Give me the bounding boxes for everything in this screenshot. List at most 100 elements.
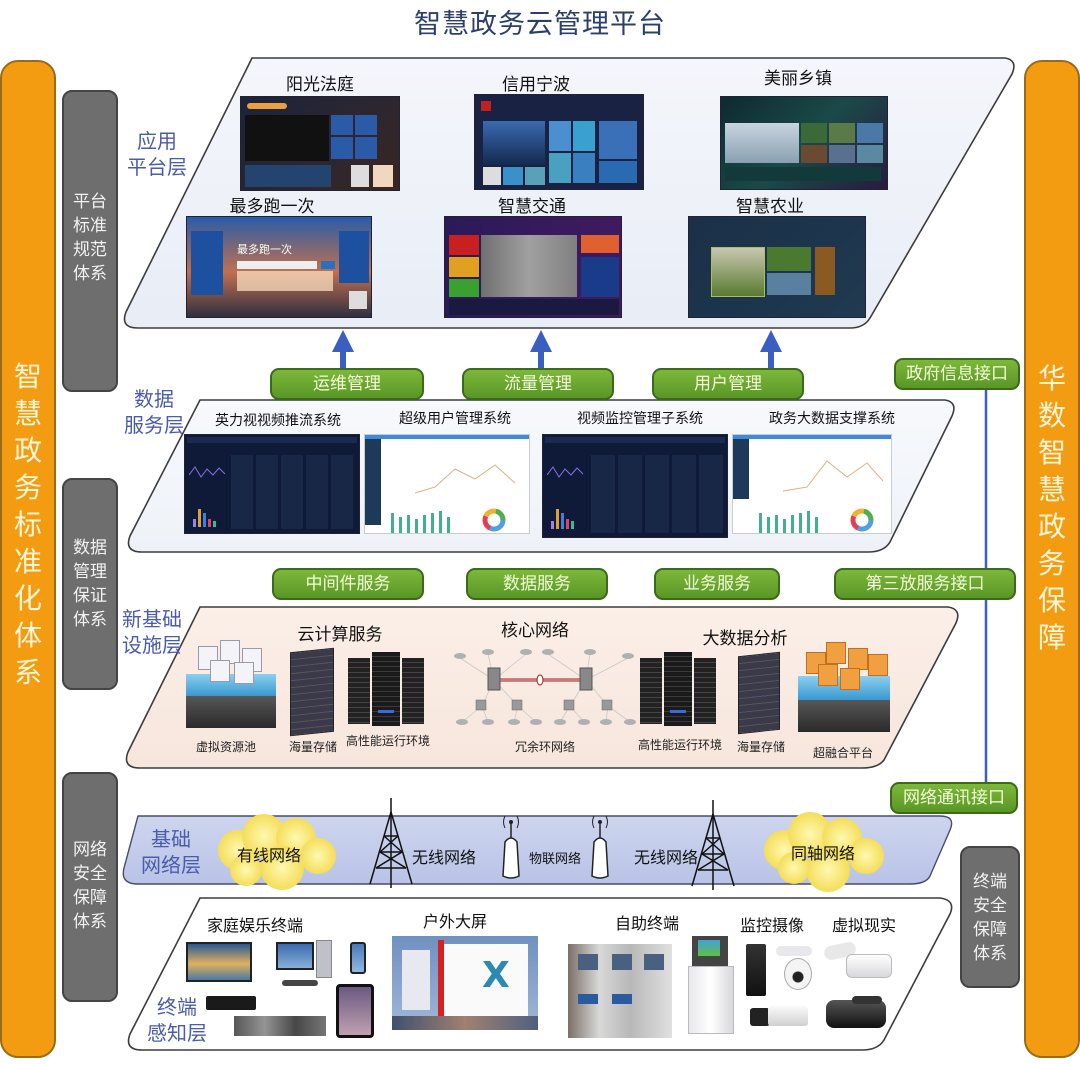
infra-item-caption: 海量存储	[288, 740, 337, 754]
redundant-ring-network-diagram	[454, 649, 636, 725]
app-caption: 美丽乡镇	[764, 69, 832, 89]
radio-tower-icon	[369, 798, 413, 888]
infra-item-caption: 超融合平台	[812, 746, 873, 760]
desktop-computer-icon	[276, 940, 332, 990]
terminal-group-caption: 户外大屏	[422, 912, 487, 931]
data-service-button[interactable]: 数据服务	[466, 568, 608, 600]
app-caption: 智慧交通	[498, 197, 566, 217]
traffic-management-button[interactable]: 流量管理	[462, 368, 614, 400]
infra-item-caption: 冗余环网络	[514, 740, 575, 754]
virtual-resource-pool-icon	[184, 636, 280, 732]
network-item-label: 同轴网络	[790, 844, 855, 863]
right-pillar-guarantee: 华数智慧政务保障	[1024, 60, 1080, 1058]
atm-kiosk-icon	[688, 936, 734, 1034]
iot-antenna-icon	[591, 815, 609, 879]
donut-mini-chart	[850, 508, 874, 532]
door-access-panel-icon	[746, 944, 766, 996]
bar-platform-standard-label: 平台标准规范体系	[73, 192, 107, 284]
tv-icon	[186, 942, 252, 982]
dashboard-gov-bigdata[interactable]	[732, 434, 892, 534]
right-pillar-label: 华数智慧政务保障	[1037, 362, 1066, 654]
dashboard-video-monitor[interactable]	[542, 434, 728, 538]
gov-info-interface-button[interactable]: 政府信息接口	[894, 358, 1020, 390]
label-data-service-layer: 数据服务层	[124, 387, 184, 437]
iot-antenna-icon	[502, 815, 520, 879]
network-item-label: 无线网络	[633, 848, 698, 867]
third-party-interface-button[interactable]: 第三放服务接口	[834, 568, 1016, 600]
bullet-camera-icon	[750, 1004, 808, 1030]
server-cluster-icon	[640, 652, 716, 726]
left-pillar-standardization: 智慧政务标准化体系	[0, 60, 56, 1058]
app-caption: 最多跑一次	[229, 197, 315, 217]
app-caption: 智慧农业	[736, 197, 804, 217]
self-service-kiosks-image	[568, 944, 672, 1038]
terminal-group-caption: 监控摄像	[739, 916, 804, 935]
label-infrastructure-layer: 新基础设施层	[122, 607, 182, 657]
set-top-box-icon	[206, 996, 256, 1010]
smartphone-icon	[350, 942, 366, 974]
media-devices-icon	[234, 1016, 326, 1036]
arrow-up-icon	[530, 330, 552, 352]
bar-data-management-label: 数据管理保证体系	[73, 538, 107, 630]
system-caption: 视频监控管理子系统	[577, 411, 703, 427]
group-caption-cloud: 云计算服务	[297, 625, 383, 645]
server-cluster-icon	[348, 652, 424, 726]
ops-management-button[interactable]: 运维管理	[270, 368, 424, 400]
system-caption: 超级用户管理系统	[399, 411, 511, 427]
bar-network-security-label: 网络安全保障体系	[73, 840, 107, 932]
user-management-button[interactable]: 用户管理	[652, 368, 804, 400]
page-title: 智慧政务云管理平台	[414, 9, 666, 40]
dome-camera-icon	[776, 946, 814, 992]
group-caption-core-network: 核心网络	[501, 621, 569, 641]
bar-network-security: 网络安全保障体系	[62, 772, 118, 1002]
network-comm-interface-button[interactable]: 网络通讯接口	[890, 782, 1018, 814]
arrow-up-icon	[760, 330, 782, 352]
hyper-converged-platform-icon	[796, 638, 892, 736]
terminal-group-caption: 虚拟现实	[831, 916, 896, 935]
dashboard-video-push[interactable]	[184, 434, 360, 534]
business-service-button[interactable]: 业务服务	[654, 568, 780, 600]
app-caption: 阳光法庭	[286, 75, 354, 95]
app-screen-beautiful-town[interactable]	[720, 96, 888, 190]
dashboard-super-user[interactable]	[364, 434, 530, 534]
arrow-shaft	[768, 350, 774, 370]
bar-platform-standard: 平台标准规范体系	[62, 90, 118, 392]
infra-item-caption: 高性能运行环境	[637, 738, 722, 752]
group-caption-big-data: 大数据分析	[702, 629, 788, 649]
arrow-shaft	[538, 350, 544, 370]
app-screen-sunshine-court[interactable]	[240, 96, 400, 191]
coax-cloud-icon	[764, 812, 884, 892]
wired-cloud-icon	[218, 814, 336, 890]
label-base-network-layer: 基础网络层	[141, 827, 201, 877]
donut-mini-chart	[482, 508, 506, 532]
middleware-service-button[interactable]: 中间件服务	[272, 568, 424, 600]
infra-item-caption: 虚拟资源池	[195, 740, 256, 754]
bar-mini-chart	[391, 511, 450, 533]
system-caption: 英力视视频推流系统	[215, 413, 341, 429]
network-item-label: 无线网络	[411, 848, 476, 867]
network-item-label: 有线网络	[236, 846, 301, 865]
panel-terminal	[127, 897, 953, 1051]
bar-terminal-security: 终端安全保障体系	[960, 846, 1020, 988]
bar-mini-chart	[759, 511, 818, 533]
vr-headset-white-icon	[822, 940, 894, 982]
bar-terminal-security-label: 终端安全保障体系	[973, 872, 1007, 964]
outdoor-big-screen-image: X	[392, 936, 538, 1030]
label-application-layer: 应用平台层	[127, 129, 187, 179]
infra-item-caption: 高性能运行环境	[345, 734, 430, 748]
infra-item-caption: 海量存储	[736, 740, 785, 754]
app-screen-smart-traffic[interactable]	[444, 216, 622, 318]
app-screen-smart-agriculture[interactable]	[688, 216, 866, 318]
app-screen-run-once[interactable]: 最多跑一次	[186, 216, 372, 318]
vr-headset-black-icon	[826, 996, 890, 1030]
system-caption: 政务大数据支撑系统	[769, 411, 895, 427]
app-caption: 信用宁波	[502, 75, 570, 95]
arrow-up-icon	[332, 330, 354, 352]
network-item-label: 物联网络	[528, 852, 581, 867]
arrow-shaft	[340, 350, 346, 370]
tablet-icon	[336, 984, 374, 1038]
app-screen-credit-ningbo[interactable]	[474, 94, 644, 190]
radio-tower-icon	[691, 800, 735, 890]
terminal-group-caption: 自助终端	[614, 914, 679, 933]
